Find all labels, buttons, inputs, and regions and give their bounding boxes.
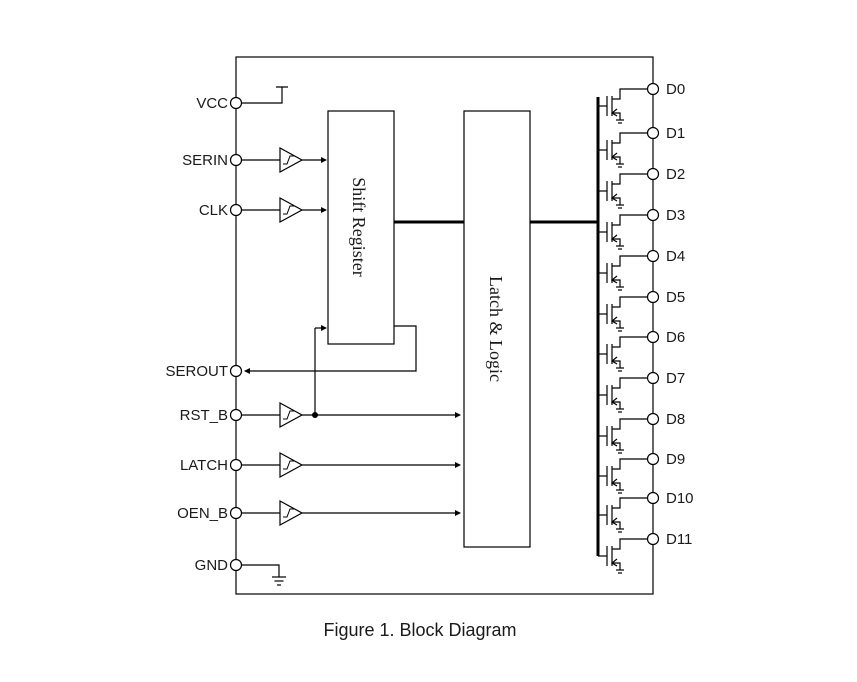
output-pin-terminal bbox=[646, 290, 660, 304]
output-pin-label: D8 bbox=[666, 411, 685, 428]
pin-serin-terminal bbox=[229, 153, 243, 167]
output-pin-terminal bbox=[646, 330, 660, 344]
output-pin-d7: D7 bbox=[598, 370, 685, 413]
output-pin-terminal bbox=[646, 82, 660, 96]
pin-oen-b-label: OEN_B bbox=[177, 505, 228, 522]
schmitt-buffer-icon bbox=[279, 499, 304, 527]
nmos-transistor-icon bbox=[598, 538, 648, 574]
output-pin-terminal bbox=[646, 208, 660, 222]
schmitt-buffer-icon bbox=[279, 451, 304, 479]
pin-vcc-label: VCC bbox=[196, 95, 228, 112]
latch-logic-label: Latch & Logic bbox=[486, 276, 506, 382]
nmos-transistor-icon bbox=[598, 296, 648, 332]
output-pin-label: D6 bbox=[666, 329, 685, 346]
ground-symbol-icon bbox=[241, 564, 286, 586]
pin-gnd-terminal bbox=[229, 558, 243, 572]
latch-logic-block bbox=[463, 110, 531, 548]
output-pin-label: D9 bbox=[666, 451, 685, 468]
schmitt-buffer-icon bbox=[279, 196, 304, 224]
schmitt-buffers bbox=[279, 146, 304, 527]
pin-serin-label: SERIN bbox=[182, 152, 228, 169]
pin-serout-terminal bbox=[229, 364, 243, 378]
nmos-transistor-icon bbox=[598, 88, 648, 124]
output-pin-d5: D5 bbox=[598, 289, 685, 332]
pin-rst-b-label: RST_B bbox=[180, 407, 228, 424]
output-pin-label: D0 bbox=[666, 81, 685, 98]
output-pin-d11: D11 bbox=[598, 531, 692, 574]
pin-rst-b: RST_B bbox=[180, 407, 243, 424]
schmitt-buffer-icon bbox=[279, 146, 304, 174]
pin-vcc: VCC bbox=[196, 95, 243, 112]
nmos-transistor-icon bbox=[598, 255, 648, 291]
chip-outline bbox=[235, 56, 654, 595]
pin-oen-b-terminal bbox=[229, 506, 243, 520]
output-pin-d6: D6 bbox=[598, 329, 685, 372]
output-pin-d10: D10 bbox=[598, 490, 694, 533]
pin-latch: LATCH bbox=[180, 457, 243, 474]
nmos-transistor-icon bbox=[598, 377, 648, 413]
output-pin-label: D7 bbox=[666, 370, 685, 387]
pin-clk-terminal bbox=[229, 203, 243, 217]
output-pin-d0: D0 bbox=[598, 81, 685, 124]
output-pin-label: D5 bbox=[666, 289, 685, 306]
nmos-transistor-icon bbox=[598, 173, 648, 209]
output-pin-terminal bbox=[646, 249, 660, 263]
output-pin-terminal bbox=[646, 126, 660, 140]
nmos-transistor-icon bbox=[598, 497, 648, 533]
pin-oen-b: OEN_B bbox=[177, 505, 243, 522]
output-pin-label: D1 bbox=[666, 125, 685, 142]
output-pin-d4: D4 bbox=[598, 248, 685, 291]
shift-register-label: Shift Register bbox=[349, 177, 369, 277]
pin-gnd: GND bbox=[195, 557, 243, 574]
input-wiring bbox=[241, 157, 461, 516]
pin-gnd-label: GND bbox=[195, 557, 229, 574]
output-pin-d1: D1 bbox=[598, 125, 685, 168]
output-pin-terminal bbox=[646, 491, 660, 505]
pin-clk: CLK bbox=[199, 202, 243, 219]
pin-vcc-terminal bbox=[229, 96, 243, 110]
output-pin-terminal bbox=[646, 167, 660, 181]
output-pin-d2: D2 bbox=[598, 166, 685, 209]
output-pin-terminal bbox=[646, 452, 660, 466]
pin-serout: SEROUT bbox=[165, 363, 243, 380]
nmos-transistor-icon bbox=[598, 418, 648, 454]
schmitt-buffer-icon bbox=[279, 401, 304, 429]
pin-latch-terminal bbox=[229, 458, 243, 472]
output-pin-terminal bbox=[646, 532, 660, 546]
output-pin-label: D11 bbox=[666, 531, 692, 548]
left-pins: VCC SERIN CLK SEROUT RST_B LATCH OEN_B GND bbox=[165, 95, 243, 574]
output-pin-label: D4 bbox=[666, 248, 685, 265]
figure-caption: Figure 1. Block Diagram bbox=[323, 620, 516, 640]
output-pin-d8: D8 bbox=[598, 411, 685, 454]
output-pin-d3: D3 bbox=[598, 207, 685, 250]
nmos-transistor-icon bbox=[598, 458, 648, 494]
pin-clk-label: CLK bbox=[199, 202, 228, 219]
output-pin-terminal bbox=[646, 371, 660, 385]
nmos-transistor-icon bbox=[598, 336, 648, 372]
output-pin-terminal bbox=[646, 412, 660, 426]
nmos-transistor-icon bbox=[598, 214, 648, 250]
nmos-transistor-icon bbox=[598, 132, 648, 168]
output-pin-label: D2 bbox=[666, 166, 685, 183]
output-pin-label: D3 bbox=[666, 207, 685, 224]
rst-junction-dot bbox=[312, 412, 318, 418]
pin-rst-b-terminal bbox=[229, 408, 243, 422]
output-pin-d9: D9 bbox=[598, 451, 685, 494]
pin-latch-label: LATCH bbox=[180, 457, 228, 474]
output-pin-label: D10 bbox=[666, 490, 694, 507]
pin-serin: SERIN bbox=[182, 152, 243, 169]
vcc-stub bbox=[241, 86, 288, 104]
pin-serout-label: SEROUT bbox=[165, 363, 228, 380]
shift-register-block bbox=[327, 110, 395, 345]
